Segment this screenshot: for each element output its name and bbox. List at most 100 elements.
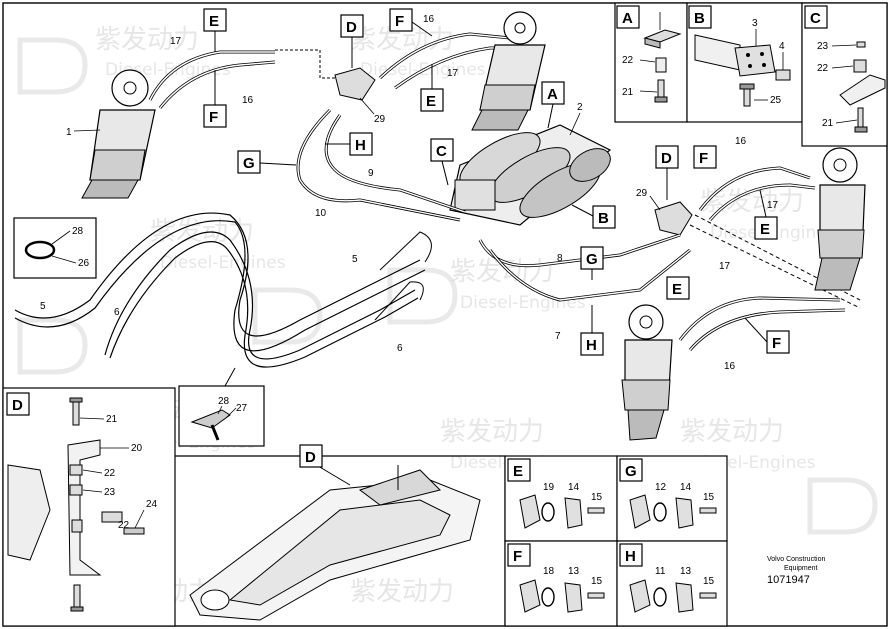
callout-21: 21: [106, 414, 118, 425]
callout-29: 29: [374, 114, 386, 125]
callout-25: 25: [770, 95, 782, 106]
callout-16: 16: [735, 136, 747, 147]
callout-5: 5: [352, 254, 358, 265]
watermark-cn: 紫发动力: [680, 417, 784, 447]
callout-28: 28: [72, 226, 84, 237]
watermark-cn: 紫发动力: [350, 577, 454, 607]
inset-b-label: B: [694, 10, 705, 27]
callout-12: 12: [655, 482, 667, 493]
watermark-en: Diesel-Engines: [460, 293, 586, 313]
callout-29: 29: [636, 188, 648, 199]
ref-box-f: [389, 8, 413, 32]
ref-c-label: C: [436, 143, 447, 160]
ref-box-d: [299, 444, 323, 468]
callout-17: 17: [719, 261, 731, 272]
callout-22: 22: [817, 63, 829, 74]
callout-21: 21: [622, 87, 634, 98]
inset-a: A 22 21: [614, 2, 688, 123]
hose-upper-left: 17 16: [148, 36, 345, 109]
inset-d-label: D: [12, 397, 23, 414]
footer-sub: Equipment: [784, 565, 818, 572]
callout-16: 16: [724, 361, 736, 372]
inset-c: C 23 22 21: [801, 2, 888, 147]
inset-e-label: E: [513, 463, 523, 480]
callout-18: 18: [543, 566, 555, 577]
callout-22: 22: [118, 520, 130, 531]
callout-14: 14: [680, 482, 692, 493]
callout-6: 6: [114, 307, 120, 318]
inset-f-small: F 18 13 15: [504, 540, 618, 627]
ref-f-label: F: [699, 150, 708, 167]
inset-a-label: A: [622, 10, 633, 27]
callout-26: 26: [78, 258, 90, 269]
inset-c-label: C: [810, 10, 821, 27]
callout-20: 20: [131, 443, 143, 454]
callout-24: 24: [146, 499, 158, 510]
inset-f-label: F: [513, 548, 522, 565]
ref-a-label: A: [547, 86, 558, 103]
callout-10: 10: [315, 208, 327, 219]
callout-22: 22: [104, 468, 116, 479]
callout-15: 15: [591, 576, 603, 587]
ref-box-b: [592, 205, 616, 229]
ref-e-label: E: [209, 13, 219, 30]
inset-g-small: G 12 14 15: [616, 455, 728, 542]
ref-h-label: H: [355, 137, 366, 154]
footer-number: 1071947: [767, 574, 810, 586]
watermark-cn: 紫发动力: [95, 25, 199, 55]
callout-5: 5: [40, 301, 46, 312]
ref-g-label: G: [243, 155, 255, 172]
callout-11: 11: [655, 566, 666, 577]
inset-tool: 28 27: [178, 385, 265, 447]
cylinder-right-upper: [814, 147, 866, 291]
inset-d: D 21 20 22 23 24 22: [2, 387, 176, 627]
cylinder-right-lower: [621, 304, 673, 441]
callout-7: 7: [555, 331, 561, 342]
watermark-en: Diesel-Engines: [160, 253, 286, 273]
inset-h-label: H: [625, 548, 636, 565]
callout-23: 23: [817, 41, 829, 52]
ref-e-label: E: [672, 281, 682, 298]
callout-16: 16: [242, 95, 254, 106]
callout-9: 9: [368, 168, 374, 179]
watermark-cn: 紫发动力: [440, 417, 544, 447]
callout-19: 19: [543, 482, 555, 493]
inset-g-label: G: [625, 463, 637, 480]
accumulator-assembly: [449, 124, 612, 226]
callout-13: 13: [680, 566, 692, 577]
distributor-block-right: [654, 201, 693, 236]
callout-4: 4: [779, 41, 785, 52]
inset-h-small: H 11 13 15: [616, 540, 728, 627]
callout-21: 21: [822, 118, 834, 129]
callout-23: 23: [104, 487, 116, 498]
ref-box-f: [693, 145, 717, 169]
ref-f-label: F: [395, 13, 404, 30]
ref-d-label: D: [305, 449, 316, 466]
cylinder-top-right: [471, 11, 546, 131]
ref-b-label: B: [598, 210, 609, 227]
footer-company: Volvo Construction: [767, 556, 825, 563]
callout-28: 28: [218, 396, 230, 407]
ref-g-label: G: [586, 251, 598, 268]
ref-h-label: H: [586, 337, 597, 354]
callout-15: 15: [703, 576, 715, 587]
ref-e-label: E: [426, 93, 436, 110]
callout-1: 1: [66, 127, 72, 138]
callout-17: 17: [767, 200, 779, 211]
inset-b: B 3 4 25: [686, 2, 803, 123]
callout-17: 17: [170, 36, 182, 47]
callout-6: 6: [397, 343, 403, 354]
callout-15: 15: [703, 492, 715, 503]
callout-16: 16: [423, 14, 435, 25]
callout-15: 15: [591, 492, 603, 503]
ref-e-label: E: [760, 221, 770, 238]
ref-f-label: F: [209, 109, 218, 126]
callout-27: 27: [236, 403, 248, 414]
cylinder-left: 1: [66, 69, 156, 199]
ref-box-g: [237, 150, 261, 174]
callout-14: 14: [568, 482, 580, 493]
inset-e-small: E 19 14 15: [504, 455, 618, 542]
